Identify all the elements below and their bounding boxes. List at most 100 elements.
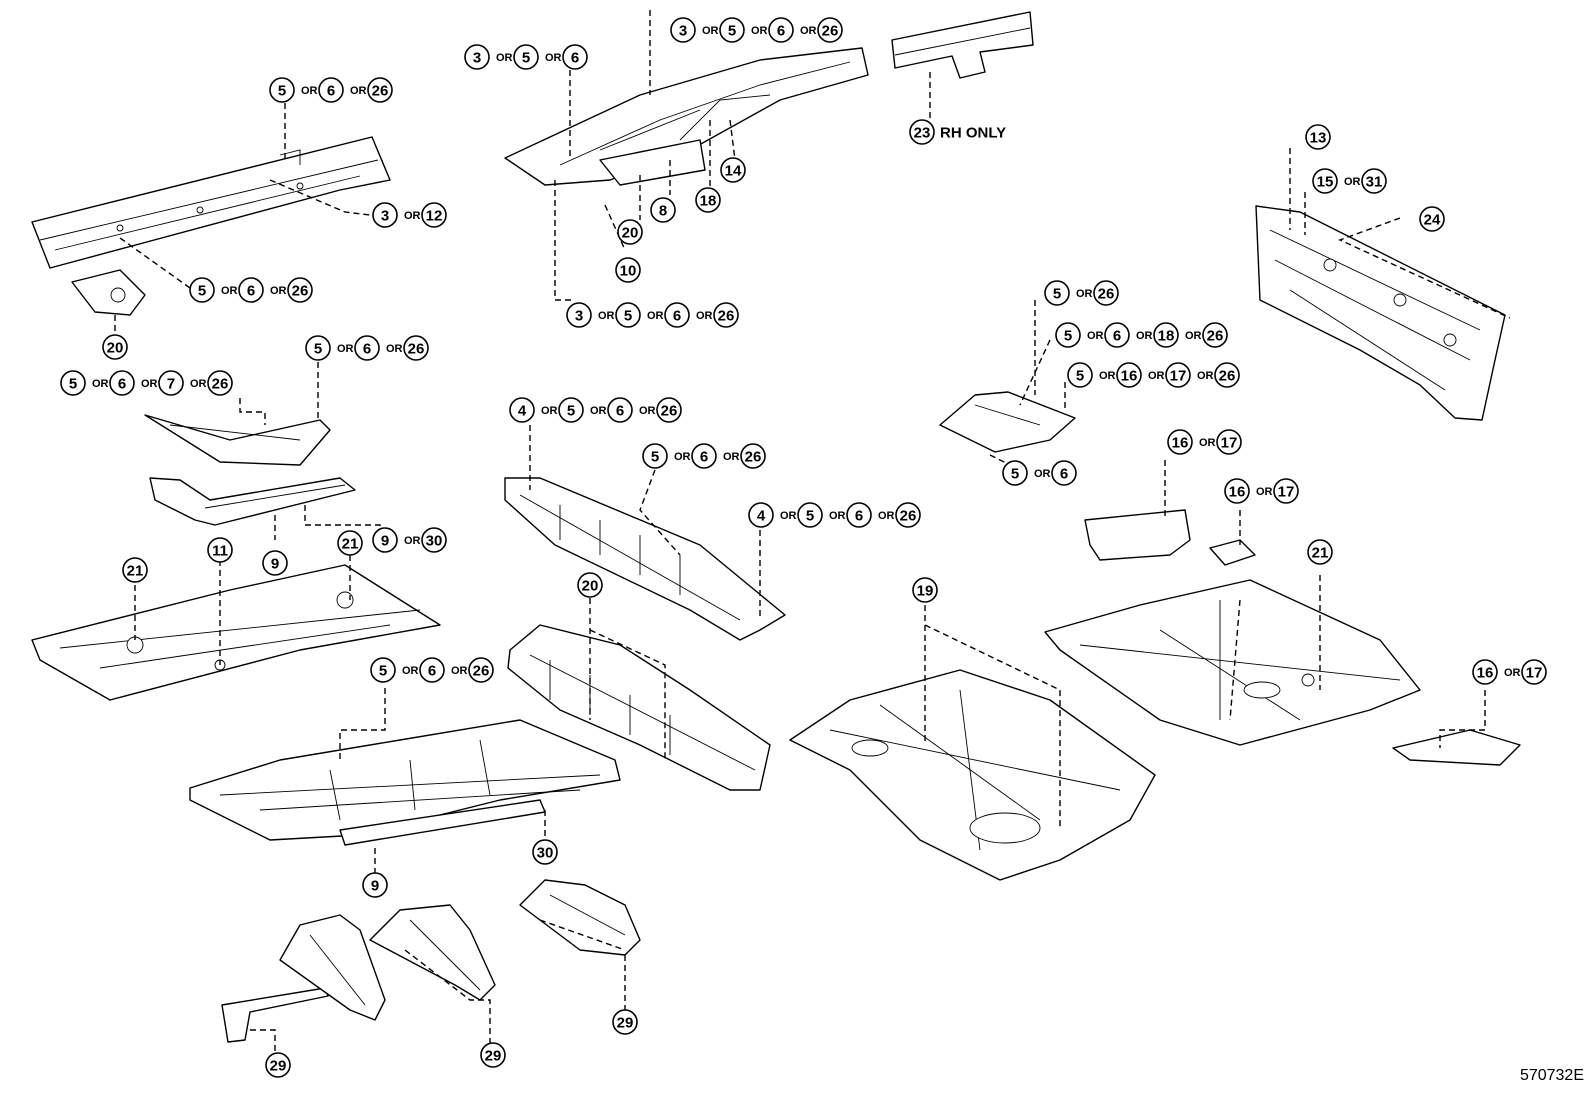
- callout-number: 3: [575, 308, 583, 325]
- callout-circle: [1116, 362, 1142, 388]
- callout-number: 8: [659, 203, 667, 220]
- callout-or-word: OR: [141, 378, 158, 390]
- part-lower-bracket-center: [519, 879, 641, 956]
- callout-circle: [577, 572, 603, 598]
- callout-14: 14: [720, 157, 746, 183]
- callout-number: 20: [582, 578, 599, 595]
- leader-lines: [114, 10, 1511, 1052]
- callout-9-upper: 9: [262, 550, 288, 576]
- callout-21-mid: 21: [337, 530, 363, 556]
- callout-circle: [566, 302, 592, 328]
- callout-number: 26: [473, 663, 490, 680]
- callout-circle: [509, 397, 535, 423]
- callout-number: 16: [1172, 435, 1189, 452]
- part-sill-reinforcement: [149, 477, 356, 526]
- callout-circle: [480, 1042, 506, 1068]
- callout-number: 23: [914, 125, 931, 142]
- callout-number: 6: [777, 23, 785, 40]
- callout-or-word: OR: [402, 665, 419, 677]
- callout-or-word: OR: [639, 405, 656, 417]
- callout-or-word: OR: [545, 52, 562, 64]
- callout-number: 6: [428, 663, 436, 680]
- callout-or-word: OR: [404, 535, 421, 547]
- callout-circle: [1521, 659, 1547, 685]
- callout-18-top: 18: [695, 187, 721, 213]
- part-lower-pillar-mid: [369, 904, 496, 1001]
- part-upper-left-rail: [31, 136, 391, 269]
- callout-number: 13: [1310, 130, 1327, 147]
- callout-number: 26: [745, 449, 762, 466]
- callout-number: 31: [1366, 174, 1383, 191]
- callout-circle: [207, 370, 233, 396]
- callout-number: 24: [1424, 212, 1441, 229]
- callout-circle: [558, 397, 584, 423]
- callout-circle: [719, 17, 745, 43]
- callout-or-word: OR: [496, 52, 513, 64]
- callout-circle: [305, 335, 331, 361]
- callout-or-word: OR: [674, 451, 691, 463]
- callout-or-word: OR: [1185, 330, 1202, 342]
- part-center-tunnel-upper: [504, 477, 786, 641]
- callout-or-word: OR: [723, 451, 740, 463]
- callout-number: 3: [381, 208, 389, 225]
- callout-number: 5: [806, 508, 814, 525]
- callout-number: 6: [327, 83, 335, 100]
- callout-circle: [1055, 322, 1081, 348]
- part-small-bracket-right: [939, 391, 1076, 453]
- callout-or-word: OR: [1076, 288, 1093, 300]
- callout-or-word: OR: [221, 285, 238, 297]
- callout-number: 5: [728, 23, 736, 40]
- callout-circle: [612, 1009, 638, 1035]
- callout-circle: [262, 550, 288, 576]
- part-rear-patch-right: [1392, 729, 1521, 766]
- callout-circle: [287, 277, 313, 303]
- callout-29-left: 29: [265, 1052, 291, 1078]
- callout-or-word: OR: [780, 510, 797, 522]
- callout-circle: [318, 77, 344, 103]
- callout-number: 26: [718, 308, 735, 325]
- callout-number: 30: [426, 533, 443, 550]
- callout-circle: [1224, 478, 1250, 504]
- callout-circle: [1305, 124, 1331, 150]
- callout-or-word: OR: [1136, 330, 1153, 342]
- callout-note: RH ONLY: [940, 125, 1006, 142]
- callout-number: 26: [212, 376, 229, 393]
- callout-or-word: OR: [337, 343, 354, 355]
- callout-number: 5: [522, 50, 530, 67]
- part-small-patch: [1209, 539, 1256, 566]
- callout-or-word: OR: [270, 285, 287, 297]
- callout-circle: [642, 443, 668, 469]
- callout-circle: [740, 443, 766, 469]
- callout-or-word: OR: [878, 510, 895, 522]
- callout-circle: [797, 502, 823, 528]
- callout-circle: [468, 657, 494, 683]
- callout-number: 11: [212, 543, 228, 560]
- callout-circle: [372, 202, 398, 228]
- callout-or-word: OR: [451, 665, 468, 677]
- callout-or-word: OR: [598, 310, 615, 322]
- callout-number: 26: [900, 508, 917, 525]
- callout-13: 13: [1305, 124, 1331, 150]
- callout-or-word: OR: [800, 25, 817, 37]
- callout-circle: [265, 1052, 291, 1078]
- callout-20-left: 20: [102, 334, 128, 360]
- callout-circle: [912, 577, 938, 603]
- callout-circle: [421, 527, 447, 553]
- callout-number: 20: [107, 340, 124, 357]
- part-rh-only-bracket: [891, 11, 1034, 79]
- callout-number: 29: [270, 1058, 287, 1075]
- callout-circle: [895, 502, 921, 528]
- part-lower-bracket-left: [221, 987, 329, 1043]
- callout-circle: [817, 17, 843, 43]
- callout-number: 5: [567, 403, 575, 420]
- callout-circle: [269, 77, 295, 103]
- callout-circle: [158, 370, 184, 396]
